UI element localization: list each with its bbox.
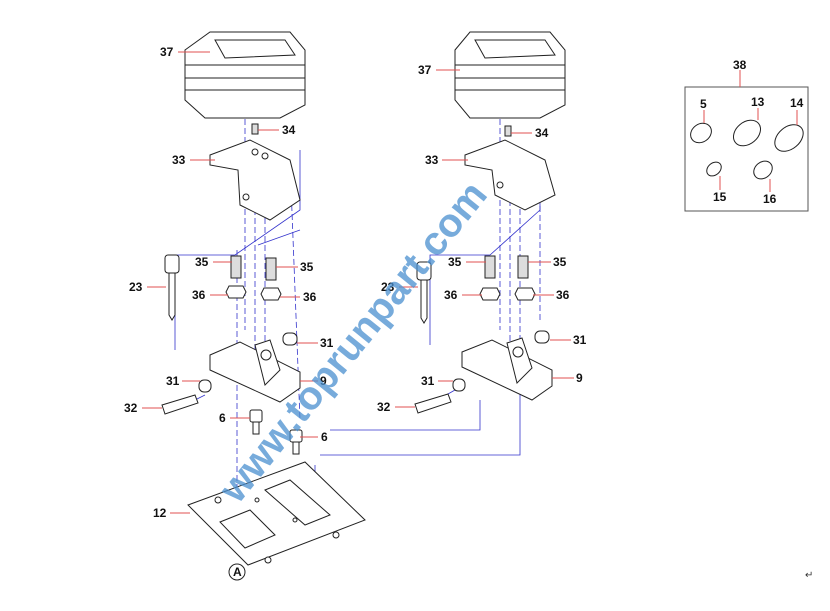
- callout-12: 12: [153, 506, 167, 520]
- nut: [514, 287, 536, 301]
- callout-9: 9: [320, 374, 327, 388]
- seal-14: [774, 124, 804, 152]
- grease-nipple: [517, 255, 529, 279]
- pivot-base: [209, 339, 301, 403]
- callout-33: 33: [172, 153, 186, 167]
- callout-34: 34: [282, 123, 296, 137]
- callout-32: 32: [124, 401, 138, 415]
- leader-lines: [142, 51, 798, 514]
- o-ring-13: [733, 119, 761, 147]
- grease-nipple: [265, 257, 277, 281]
- return-mark: ↵: [805, 570, 813, 581]
- callout-31: 31: [166, 374, 180, 388]
- callout-31: 31: [421, 374, 435, 388]
- seal-kit-box: [684, 86, 809, 212]
- callout-15: 15: [713, 190, 727, 204]
- right-callouts: 37 34 33 35 35 23 36 36 31 9 31 32: [377, 63, 587, 414]
- callout-23: 23: [129, 280, 143, 294]
- nut: [225, 285, 247, 299]
- callout-35: 35: [448, 255, 462, 269]
- nut: [260, 287, 282, 301]
- bushing: [534, 330, 550, 344]
- bolt: [164, 254, 180, 321]
- callout-36: 36: [192, 288, 206, 302]
- right-assembly: [414, 31, 566, 414]
- set-screw: [251, 123, 259, 135]
- o-ring-5: [690, 122, 712, 144]
- callout-6: 6: [219, 411, 226, 425]
- callout-37: 37: [418, 63, 432, 77]
- grease-nipple: [484, 255, 496, 279]
- bellows-boot: [184, 31, 306, 119]
- seal-16: [753, 160, 773, 180]
- bolt: [416, 261, 432, 324]
- callout-31: 31: [320, 336, 334, 350]
- pin: [161, 394, 199, 415]
- pin: [414, 393, 452, 414]
- callout-6: 6: [321, 430, 328, 444]
- view-marker-circle: [228, 563, 246, 581]
- pivot-base: [461, 337, 553, 401]
- callout-9: 9: [576, 371, 583, 385]
- left-assembly: [161, 31, 366, 581]
- callout-23: 23: [381, 280, 395, 294]
- nut: [479, 287, 501, 301]
- callout-37: 37: [160, 45, 174, 59]
- bushing: [452, 378, 466, 392]
- callout-5: 5: [700, 97, 707, 111]
- mounting-plate: [187, 461, 366, 566]
- o-ring-15: [706, 161, 722, 177]
- grease-nipple: [230, 255, 242, 279]
- callout-13: 13: [751, 95, 765, 109]
- view-marker-a: A: [233, 565, 242, 579]
- watermark: www.toprunpart.com: [210, 173, 496, 511]
- bushing: [198, 379, 212, 393]
- lever-bracket: [464, 139, 556, 211]
- bellows-boot: [454, 31, 566, 119]
- callout-36: 36: [556, 288, 570, 302]
- seal-kit-callouts: 38 5 13 14 15 16: [700, 58, 804, 206]
- callout-35: 35: [195, 255, 209, 269]
- callout-38: 38: [733, 58, 747, 72]
- cap-screw: [289, 429, 303, 455]
- callout-31: 31: [573, 333, 587, 347]
- callout-14: 14: [790, 96, 804, 110]
- set-screw: [504, 125, 512, 137]
- callout-36: 36: [303, 290, 317, 304]
- callout-16: 16: [763, 192, 777, 206]
- callout-34: 34: [535, 126, 549, 140]
- callout-36: 36: [444, 288, 458, 302]
- lever-bracket: [209, 139, 301, 221]
- cap-screw: [249, 409, 263, 435]
- callout-35: 35: [553, 255, 567, 269]
- callout-32: 32: [377, 400, 391, 414]
- callout-35: 35: [300, 260, 314, 274]
- bushing: [282, 332, 298, 346]
- callout-33: 33: [425, 153, 439, 167]
- left-callouts: 37 34 33 35 35 23 36 36 31 9 31 32 6 6 1…: [124, 45, 334, 579]
